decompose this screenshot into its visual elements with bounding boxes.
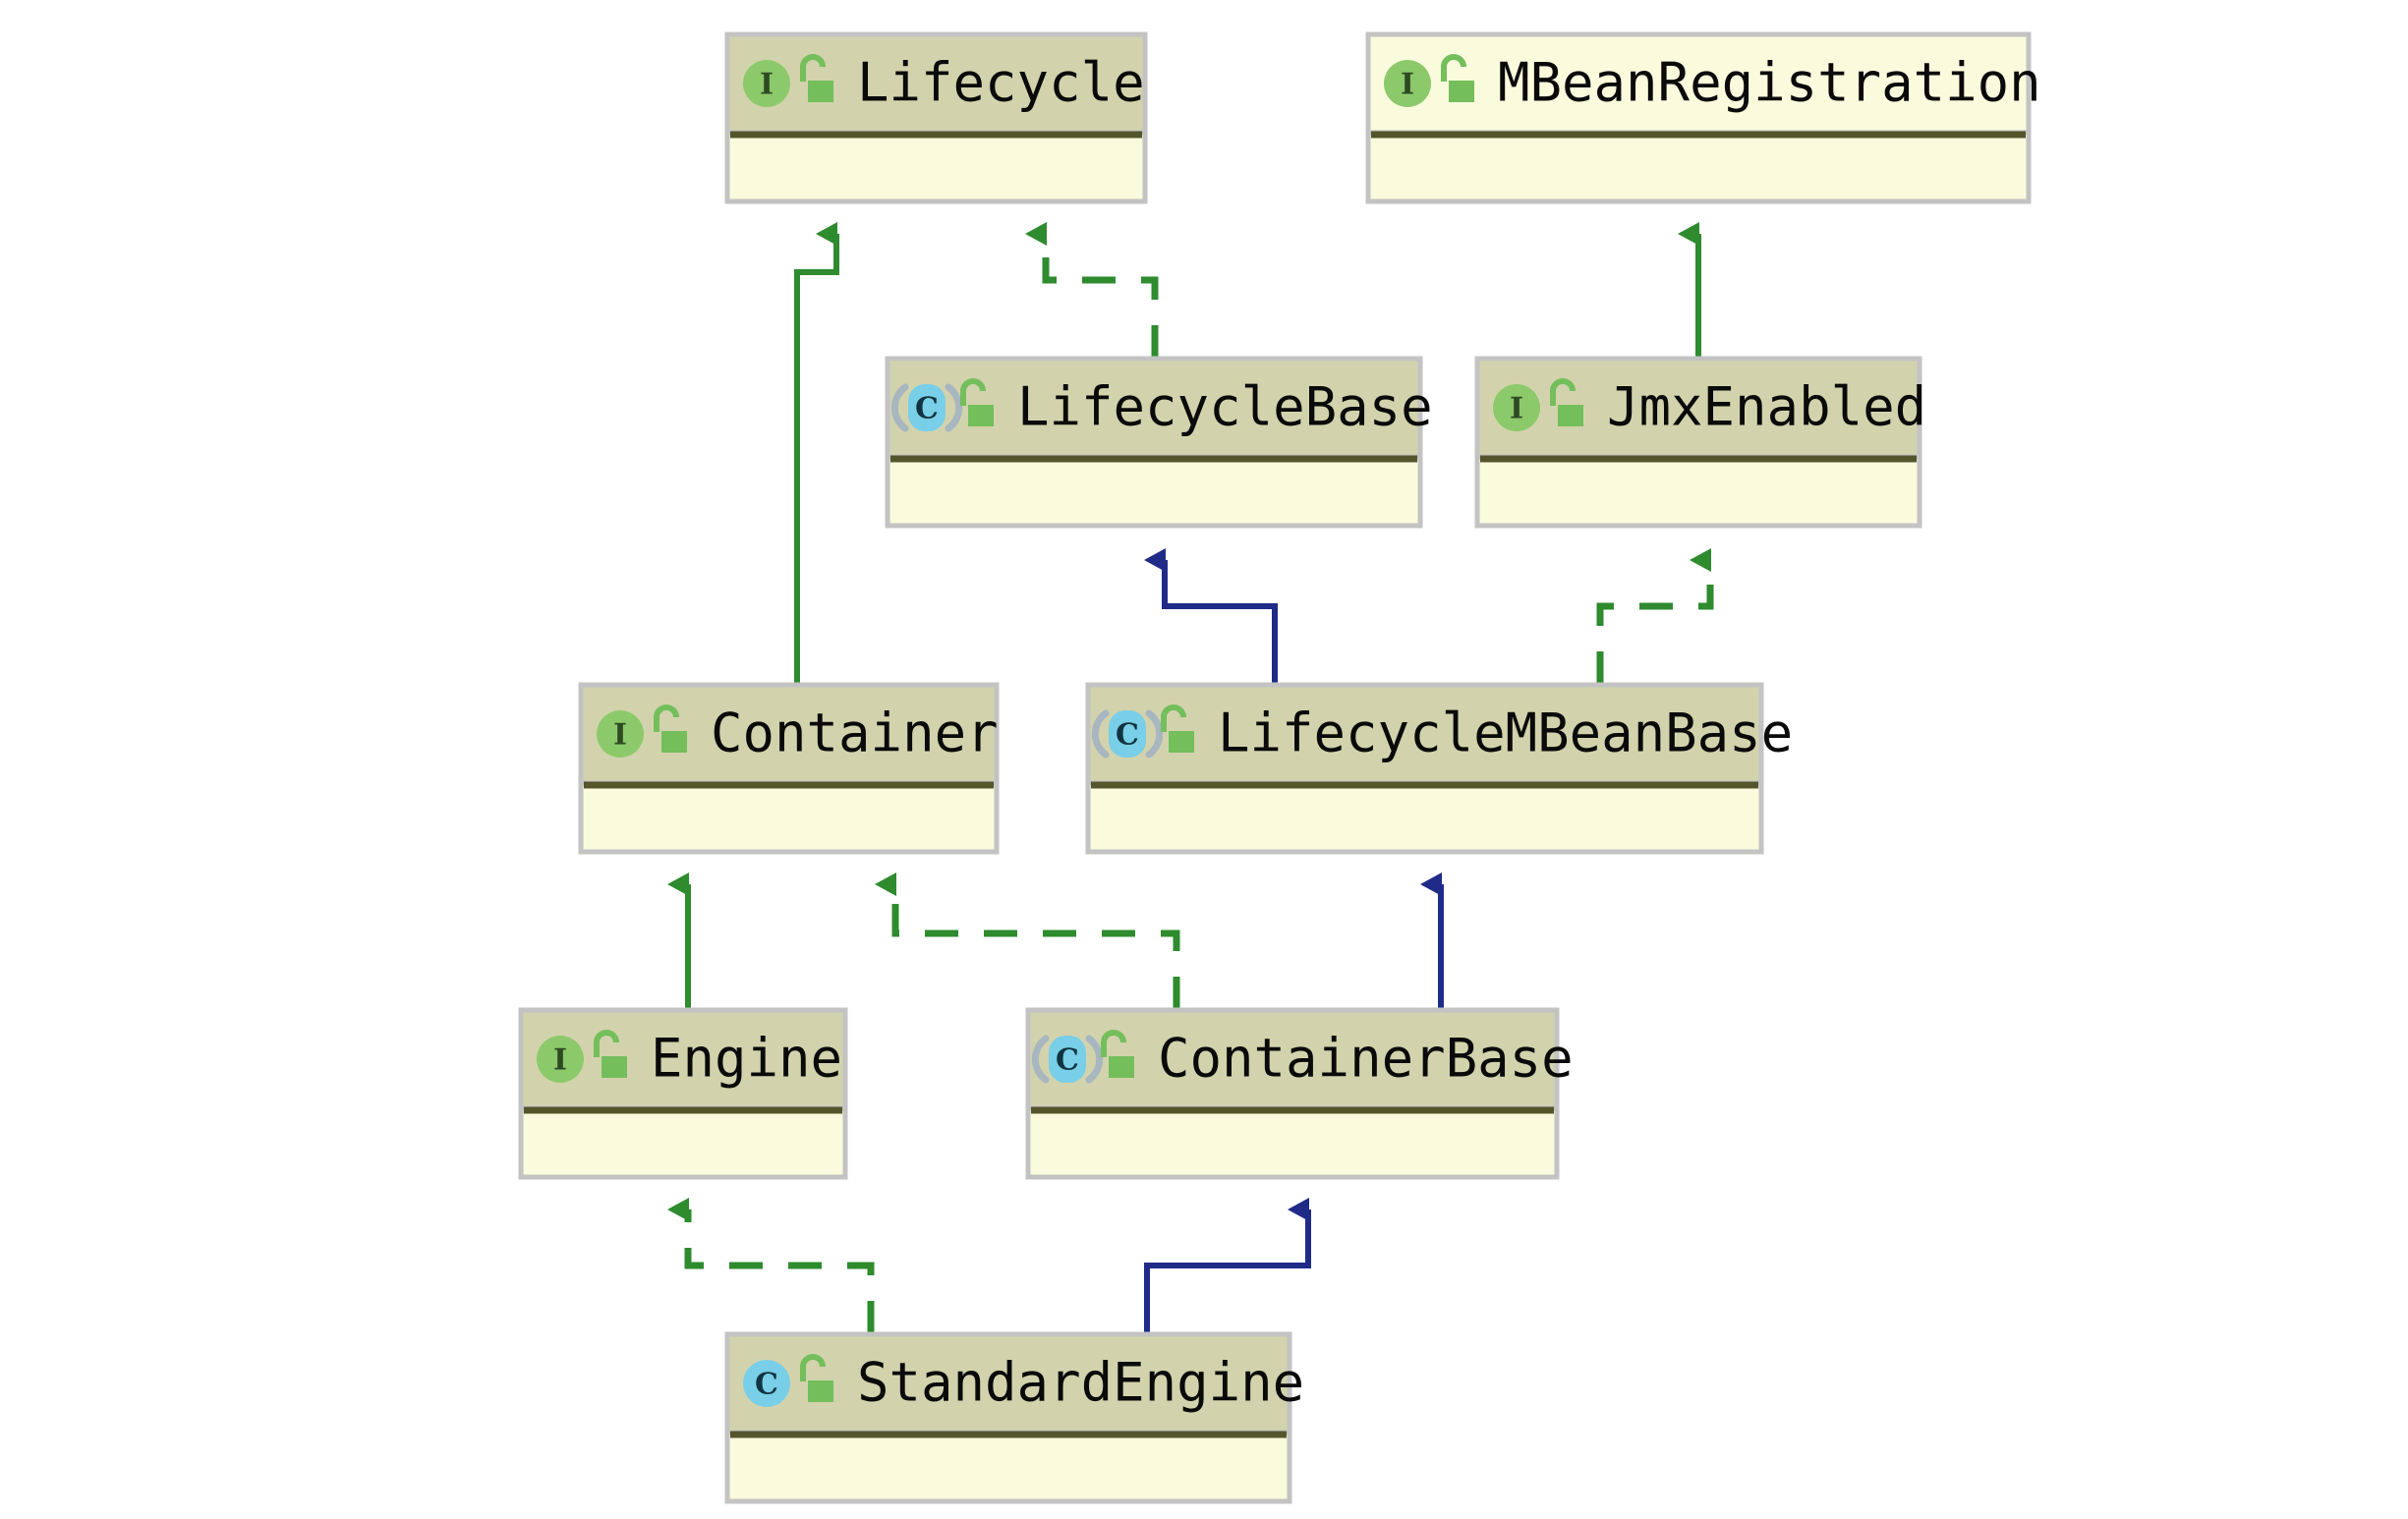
edges-layer bbox=[667, 222, 1714, 1334]
unlocked-padlock-icon bbox=[960, 378, 994, 426]
edge-line bbox=[1144, 548, 1278, 685]
edge-implements bbox=[875, 872, 1180, 1010]
abstract-class-icon: C bbox=[1091, 709, 1164, 759]
edge-line bbox=[794, 222, 839, 685]
class-name-label: StandardEngine bbox=[857, 1352, 1304, 1414]
class-name-label: MBeanRegistration bbox=[1498, 52, 2041, 114]
class-name-label: Container bbox=[711, 703, 999, 764]
unlocked-padlock-icon bbox=[1550, 378, 1583, 426]
uml-class-box[interactable]: C StandardEngine bbox=[724, 1331, 1304, 1504]
class-header bbox=[578, 682, 1000, 786]
class-icon: C bbox=[743, 1360, 790, 1407]
edge-line bbox=[1025, 222, 1159, 359]
unlocked-padlock-icon bbox=[594, 1030, 627, 1078]
class-header bbox=[1365, 31, 2032, 136]
class-name-label: Lifecycle bbox=[857, 52, 1145, 114]
class-header bbox=[1474, 356, 1922, 460]
edge-line bbox=[667, 1198, 875, 1334]
unlocked-padlock-icon bbox=[800, 1354, 833, 1402]
unlocked-padlock-icon bbox=[654, 704, 687, 753]
svg-text:I: I bbox=[553, 1043, 567, 1078]
class-name-label: LifecycleBase bbox=[1017, 376, 1433, 438]
uml-class-box[interactable]: I MBeanRegistration bbox=[1365, 31, 2041, 204]
svg-text:C: C bbox=[1056, 1043, 1079, 1078]
abstract-class-icon: C bbox=[1031, 1035, 1104, 1084]
edge-extends bbox=[794, 222, 839, 685]
class-header bbox=[1085, 682, 1764, 786]
class-name-label: Engine bbox=[651, 1028, 842, 1090]
interface-icon: I bbox=[1384, 60, 1431, 107]
edge-implements bbox=[1596, 548, 1714, 685]
uml-class-box[interactable]: I Engine bbox=[518, 1007, 848, 1180]
abstract-class-icon: C bbox=[890, 383, 963, 432]
uml-class-box[interactable]: I Container bbox=[578, 682, 1000, 855]
class-name-label: LifecycleMBeanBase bbox=[1218, 703, 1793, 764]
class-header bbox=[724, 31, 1148, 136]
svg-text:C: C bbox=[915, 392, 939, 426]
uml-class-box[interactable]: C LifecycleMBeanBase bbox=[1085, 682, 1793, 855]
uml-class-box[interactable]: I Lifecycle bbox=[724, 31, 1148, 204]
edge-line bbox=[1596, 548, 1714, 685]
svg-text:C: C bbox=[755, 1368, 778, 1402]
unlocked-padlock-icon bbox=[800, 54, 833, 102]
edge-line bbox=[1144, 1198, 1311, 1334]
edge-extends bbox=[1144, 548, 1278, 685]
edge-extends bbox=[1144, 1198, 1311, 1334]
unlocked-padlock-icon bbox=[1101, 1030, 1134, 1078]
svg-text:C: C bbox=[1116, 718, 1139, 753]
interface-icon: I bbox=[743, 60, 790, 107]
svg-text:I: I bbox=[613, 718, 627, 753]
unlocked-padlock-icon bbox=[1441, 54, 1474, 102]
edge-line bbox=[875, 872, 1180, 1010]
interface-icon: I bbox=[1493, 384, 1540, 431]
unlocked-padlock-icon bbox=[1161, 704, 1194, 753]
interface-icon: I bbox=[597, 710, 644, 758]
svg-text:I: I bbox=[760, 68, 774, 102]
uml-class-box[interactable]: C LifecycleBase bbox=[885, 356, 1433, 529]
class-name-label: ContainerBase bbox=[1158, 1028, 1574, 1090]
class-name-label: JmxEnabled bbox=[1607, 376, 1926, 438]
interface-icon: I bbox=[537, 1036, 584, 1083]
svg-text:I: I bbox=[1401, 68, 1414, 102]
edge-implements bbox=[667, 1198, 875, 1334]
uml-class-box[interactable]: C ContainerBase bbox=[1025, 1007, 1574, 1180]
edge-implements bbox=[1025, 222, 1159, 359]
uml-class-box[interactable]: I JmxEnabled bbox=[1474, 356, 1926, 529]
svg-text:I: I bbox=[1510, 392, 1523, 426]
